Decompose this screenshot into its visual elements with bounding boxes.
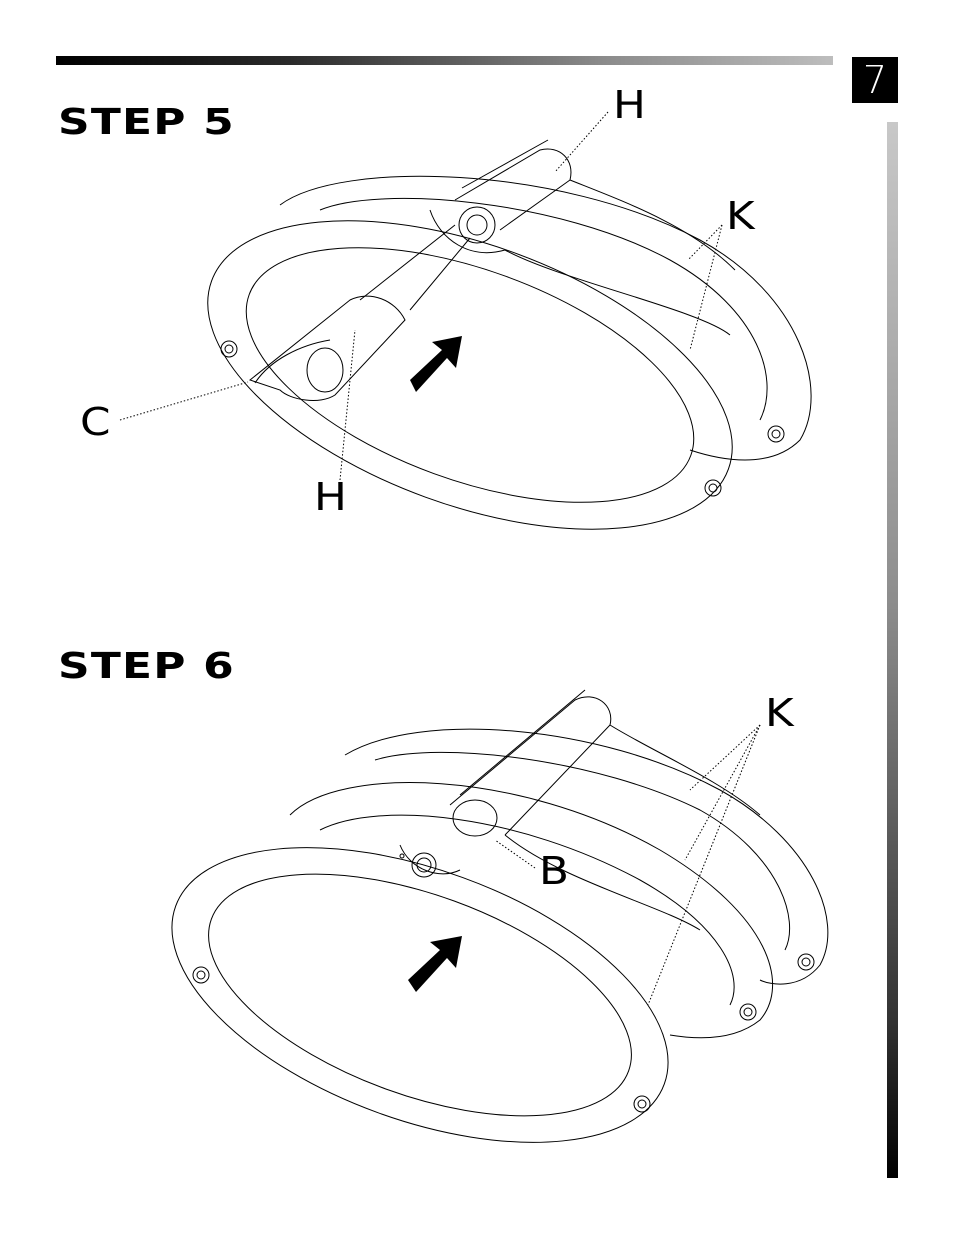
label-k-step6: K	[765, 694, 794, 732]
upper-tube	[450, 697, 611, 835]
front-ring-outer	[133, 789, 707, 1202]
middle-ring-outer	[290, 783, 773, 1038]
label-b: B	[539, 852, 569, 890]
rear-ring-outer	[345, 729, 828, 984]
direction-arrow	[408, 936, 462, 992]
